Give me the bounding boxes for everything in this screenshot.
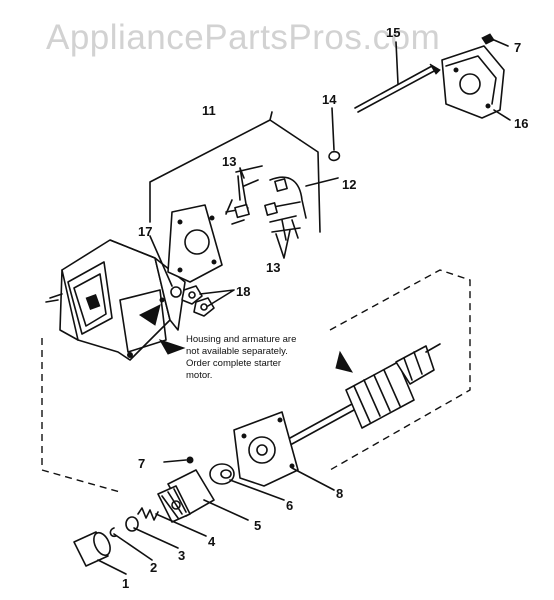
callout-15: 15 <box>386 25 400 40</box>
note-line-1: Housing and armature are <box>186 334 297 345</box>
callout-17: 17 <box>138 224 152 239</box>
callout-5: 5 <box>254 518 261 533</box>
nuts-and-washers <box>170 285 215 317</box>
drive-cap <box>73 531 111 567</box>
assembly-outline <box>41 269 471 493</box>
callout-11: 11 <box>202 103 216 118</box>
armature <box>289 343 441 445</box>
arrow-housing <box>158 339 186 355</box>
callout-7-bottom: 7 <box>138 456 145 471</box>
availability-note: Housing and armature are not available s… <box>186 334 334 382</box>
callout-2: 2 <box>150 560 157 575</box>
callout-7-top: 7 <box>514 40 521 55</box>
drive-end-plate <box>233 411 299 487</box>
spring-collar <box>125 516 139 532</box>
note-line-2: not available separately. <box>186 346 288 357</box>
snap-ring <box>109 527 117 538</box>
screw-7-top <box>481 33 495 45</box>
callout-13-bottom: 13 <box>266 260 280 275</box>
thru-bolt <box>354 65 437 113</box>
arrow-armature <box>335 350 354 373</box>
callout-6: 6 <box>286 498 293 513</box>
anti-drift-spring <box>137 507 159 521</box>
callout-8: 8 <box>336 486 343 501</box>
callout-14: 14 <box>322 92 337 107</box>
brush-assembly <box>225 165 307 241</box>
note-line-3: Order complete starter <box>186 358 282 369</box>
callout-1: 1 <box>122 576 129 591</box>
callout-16: 16 <box>514 116 528 131</box>
motor-housing <box>45 239 186 361</box>
end-cap <box>441 45 505 119</box>
thrust-washer <box>209 463 235 485</box>
callout-13-top: 13 <box>222 154 236 169</box>
brush-plate <box>167 204 223 283</box>
group-bracket-11 <box>149 111 301 223</box>
drive-pinion <box>157 469 215 523</box>
callout-18: 18 <box>236 284 250 299</box>
watermark: AppliancePartsPros.com <box>46 18 441 57</box>
leader-lines <box>97 39 511 575</box>
callout-4: 4 <box>208 534 216 549</box>
lock-washer <box>328 150 341 162</box>
callout-3: 3 <box>178 548 185 563</box>
callout-12: 12 <box>342 177 356 192</box>
screw-7-bottom <box>186 456 194 464</box>
note-line-4: motor. <box>186 370 213 381</box>
